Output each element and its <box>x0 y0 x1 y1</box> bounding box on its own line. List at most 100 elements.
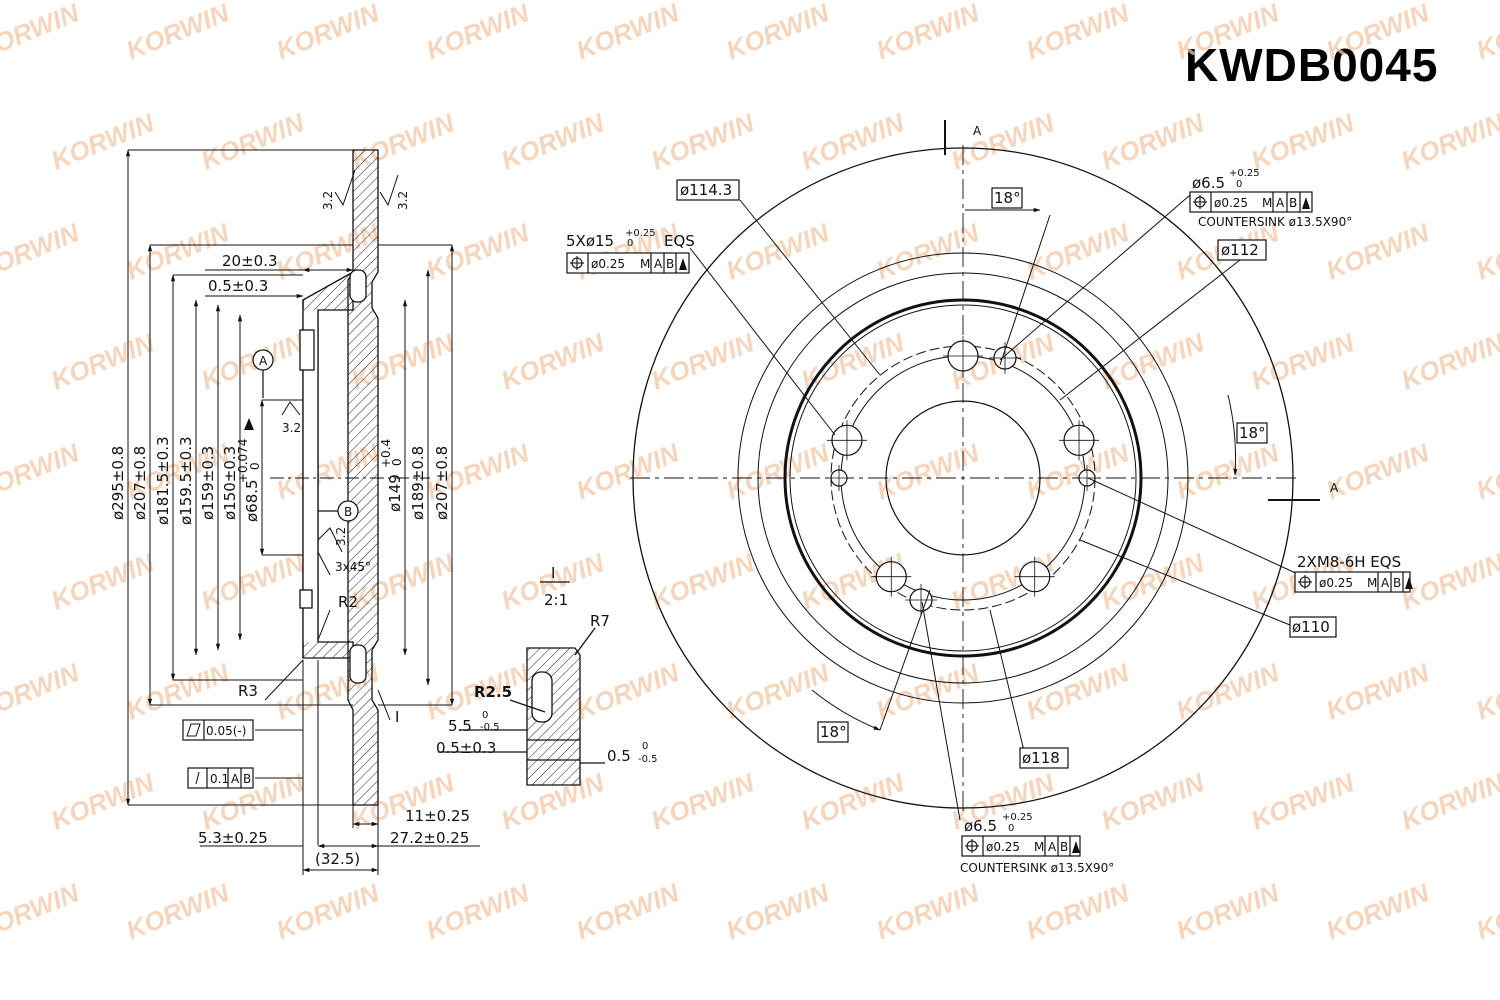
part-number-title: KWDB0045 <box>1185 39 1439 91</box>
radius-r2: R2 <box>338 593 358 611</box>
holes-tol-upper: +0.25 <box>625 228 656 239</box>
holes-fcf-datum-a: A <box>654 257 663 271</box>
watermark-logo: KORWIN <box>572 877 684 946</box>
watermark-logo: KORWIN <box>422 0 534 66</box>
watermark-logo: KORWIN <box>1172 657 1284 726</box>
radius-r3: R3 <box>238 682 258 700</box>
holes-eqs: EQS <box>664 232 695 250</box>
watermark-logo: KORWIN <box>1097 547 1209 616</box>
watermark-logo: KORWIN <box>1322 437 1434 506</box>
watermark-logo: KORWIN <box>722 0 834 66</box>
top-fcf-mod: M <box>1262 196 1272 210</box>
watermark-logo: KORWIN <box>1397 547 1500 616</box>
thread-fcf-datum-b: B <box>1393 576 1401 590</box>
watermark-logo: KORWIN <box>1247 107 1359 176</box>
bottom-hole-dia: ø6.5 <box>964 817 997 835</box>
dim-325: (32.5) <box>315 850 360 868</box>
bottom-fcf-mod: M <box>1034 840 1044 854</box>
holes-tol-lower: 0 <box>627 238 633 249</box>
watermark-logo: KORWIN <box>422 877 534 946</box>
angle-bottom: 18° <box>820 723 847 741</box>
watermark-logo: KORWIN <box>197 547 309 616</box>
detail-d55: 5.5 <box>448 717 472 735</box>
front-view <box>630 120 1320 815</box>
watermark-logo: KORWIN <box>1322 0 1434 66</box>
angle-top: 18° <box>994 189 1021 207</box>
bottom-fcf-tol: ø0.25 <box>986 840 1020 854</box>
watermark-logo: KORWIN <box>272 0 384 66</box>
bottom-countersink: COUNTERSINK ø13.5X90° <box>960 861 1114 875</box>
watermark-logo: KORWIN <box>1022 0 1134 66</box>
holes-fcf-datum-b: B <box>666 257 674 271</box>
watermark-logo: KORWIN <box>1397 107 1500 176</box>
watermark-logo: KORWIN <box>1472 877 1500 946</box>
watermark-logo: KORWIN <box>0 437 84 506</box>
watermark-logo: KORWIN <box>1322 657 1434 726</box>
detail-marker: I <box>395 708 399 726</box>
watermark-logo: KORWIN <box>647 107 759 176</box>
thread-spec: 2XM8-6H EQS <box>1297 553 1401 571</box>
watermark-logo: KORWIN <box>872 217 984 286</box>
roughness-2: 3.2 <box>396 191 410 210</box>
runout-datum-a: A <box>231 772 240 786</box>
watermark-logo: KORWIN <box>122 657 234 726</box>
datum-triangles <box>244 197 1413 853</box>
watermark-logo: KORWIN <box>0 217 84 286</box>
top-hole-tol-lower: 0 <box>1236 179 1242 190</box>
watermark-logo: KORWIN <box>647 547 759 616</box>
chamfer-label: 3x45° <box>335 560 371 574</box>
angle-right: 18° <box>1239 424 1266 442</box>
top-hole-tol-upper: +0.25 <box>1229 168 1260 179</box>
top-fcf-tol: ø0.25 <box>1214 196 1248 210</box>
watermark-logo: KORWIN <box>872 657 984 726</box>
holes-spec: 5Xø15 <box>566 232 614 250</box>
top-countersink: COUNTERSINK ø13.5X90° <box>1198 215 1352 229</box>
watermark-logo: KORWIN <box>572 437 684 506</box>
datum-b-label: B <box>344 505 352 519</box>
section-dimension-lines <box>125 149 480 875</box>
dim-d150: ø150±0.3 <box>221 446 239 520</box>
dim-53: 5.3±0.25 <box>198 829 268 847</box>
section-a-right: A <box>1330 481 1339 495</box>
dim-d1815: ø181.5±0.3 <box>154 436 172 525</box>
watermark-logo: KORWIN <box>647 327 759 396</box>
watermark-logo: KORWIN <box>1247 767 1359 836</box>
detail-d05b-tol-lower: -0.5 <box>638 754 658 765</box>
watermark-logo: KORWIN <box>722 877 834 946</box>
watermark-logo: KORWIN <box>0 877 84 946</box>
watermark-logo: KORWIN <box>1172 437 1284 506</box>
dim-05: 0.5±0.3 <box>208 277 268 295</box>
detail-d05: 0.5±0.3 <box>436 739 496 757</box>
roughness-3: 3.2 <box>282 421 301 435</box>
watermark-logo: KORWIN <box>572 657 684 726</box>
watermark-logo: KORWIN <box>1472 437 1500 506</box>
disc-band-section <box>347 149 379 806</box>
watermark-logo: KORWIN <box>1322 877 1434 946</box>
front-fcf-frames <box>566 179 1411 857</box>
watermark-logo: KORWIN <box>197 107 309 176</box>
roughness-4: 3.2 <box>334 527 348 546</box>
detail-d05b-tol-upper: 0 <box>642 741 648 752</box>
runout-datum-b: B <box>243 772 251 786</box>
watermark-logo: KORWIN <box>1172 0 1284 66</box>
dim-d149: ø149 <box>386 474 404 512</box>
watermark-logo: KORWIN <box>722 657 834 726</box>
watermark-logo: KORWIN <box>872 877 984 946</box>
watermark-logo: KORWIN <box>1097 107 1209 176</box>
detail-r7: R7 <box>590 612 610 630</box>
watermark-logo: KORWIN <box>47 767 159 836</box>
dim-d685-tol-upper: +0.074 <box>236 439 250 483</box>
watermark-logo: KORWIN <box>1022 657 1134 726</box>
runout-value: 0.1 <box>210 772 229 786</box>
watermark-logo: KORWIN <box>797 107 909 176</box>
bottom-hole-tol-upper: +0.25 <box>1002 812 1033 823</box>
thread-fcf-tol: ø0.25 <box>1319 576 1353 590</box>
dim-11: 11±0.25 <box>405 807 470 825</box>
watermark-logo: KORWIN <box>572 0 684 66</box>
dim-d1143: ø114.3 <box>680 181 732 199</box>
roughness-1: 3.2 <box>321 191 335 210</box>
section-a-top: A <box>973 124 982 138</box>
detail-d55-tol-lower: -0.5 <box>480 722 500 733</box>
top-hole-dia: ø6.5 <box>1192 174 1225 192</box>
